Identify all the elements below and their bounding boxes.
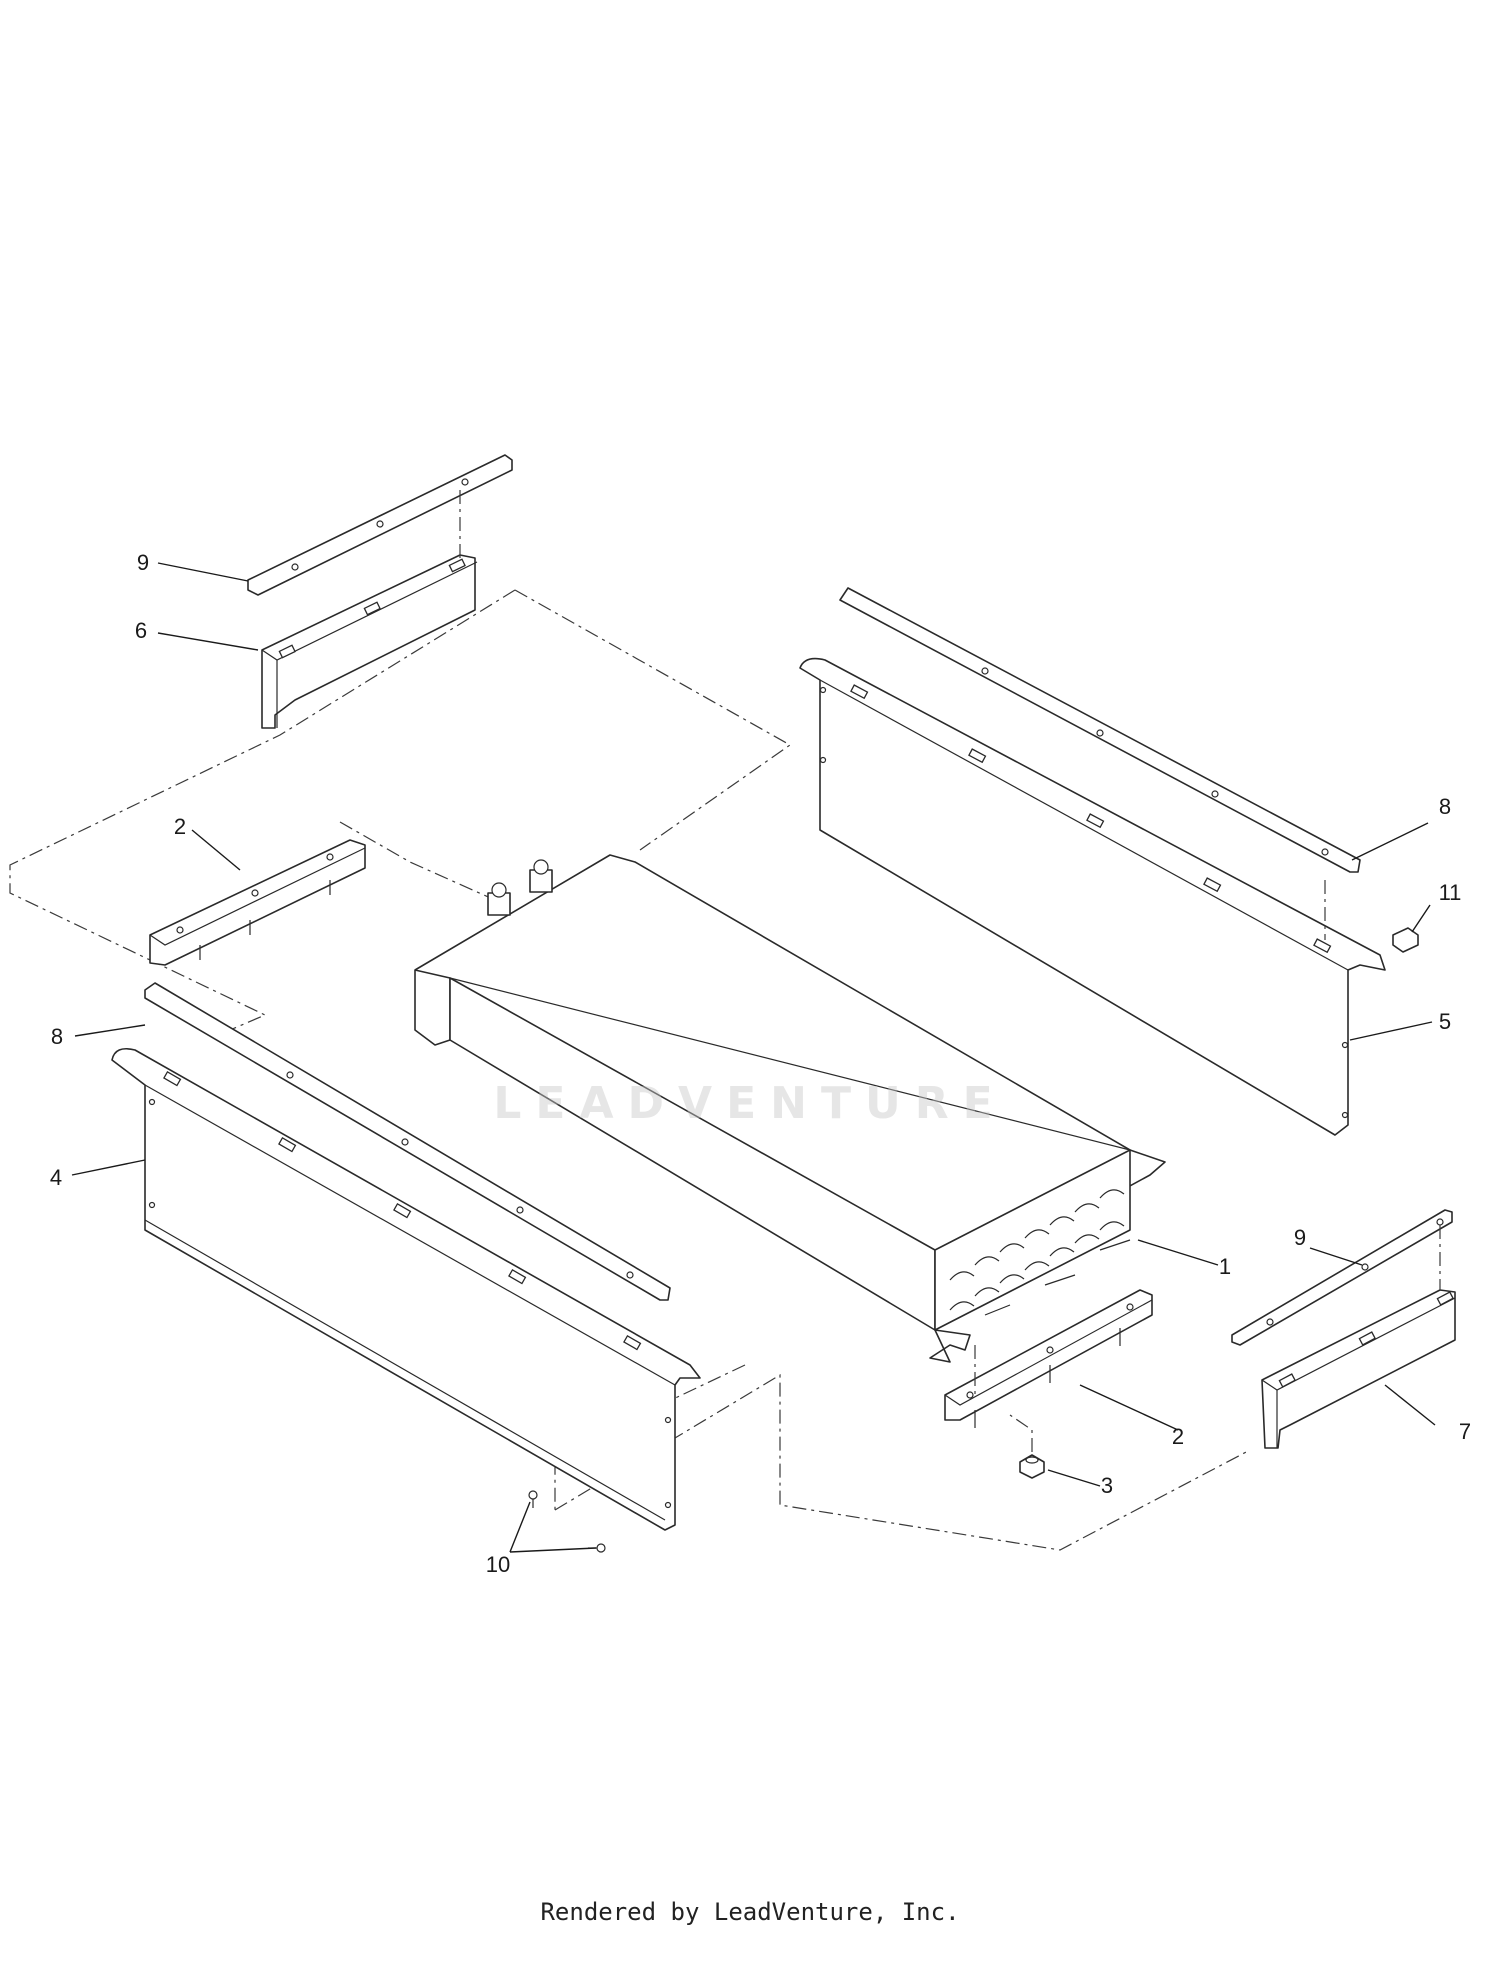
part-6-bracket	[261, 490, 478, 729]
callout-2-upper: 2	[173, 814, 187, 839]
callout-4: 4	[49, 1165, 63, 1190]
part-8-left-bar	[144, 982, 671, 1301]
coil-tubes	[949, 1189, 1125, 1311]
callout-9-top: 9	[136, 550, 150, 575]
part-3-nut	[1009, 1414, 1045, 1479]
part-9-top-bar	[247, 454, 513, 596]
callout-7: 7	[1458, 1419, 1472, 1444]
part-9-right-bar	[1231, 1209, 1453, 1346]
part-8-right-bar	[839, 587, 1361, 873]
callout-8-right: 8	[1438, 794, 1452, 819]
part-1-coil-assembly	[414, 854, 1166, 1363]
part-2-lower-bracket	[944, 1289, 1153, 1428]
part-2-upper-bracket	[149, 839, 366, 966]
callout-9-right: 9	[1293, 1225, 1307, 1250]
callout-8-left: 8	[50, 1024, 64, 1049]
callout-2-lower: 2	[1171, 1424, 1185, 1449]
callout-5: 5	[1438, 1009, 1452, 1034]
part-10-screws	[528, 1490, 606, 1553]
part-11-clip	[1392, 927, 1419, 953]
part-4-left-panel	[111, 1047, 701, 1531]
callout-6: 6	[134, 618, 148, 643]
callout-11: 11	[1438, 880, 1462, 905]
callout-3: 3	[1100, 1473, 1114, 1498]
footer-credit: Rendered by LeadVenture, Inc.	[540, 1898, 960, 1926]
part-7-bracket	[1261, 1225, 1456, 1449]
part-5-right-panel	[799, 657, 1386, 1136]
callout-1: 1	[1218, 1254, 1232, 1279]
callout-10: 10	[485, 1552, 511, 1577]
fittings	[487, 859, 553, 916]
leader-lines	[71, 562, 1436, 1553]
watermark: LEADVENTURE	[493, 1078, 1007, 1129]
